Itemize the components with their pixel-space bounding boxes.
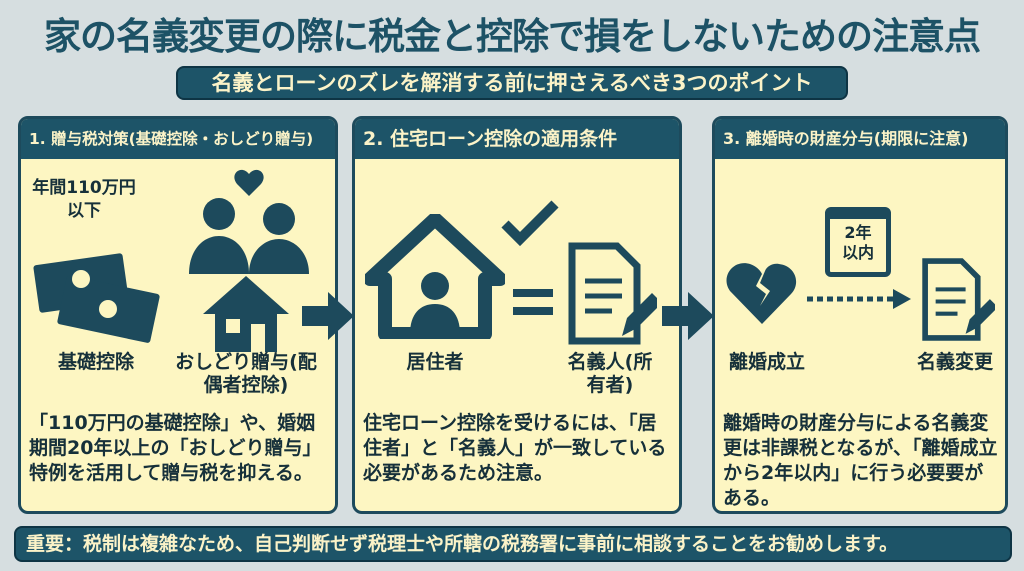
basic-deduction-label: 基礎控除 <box>57 351 134 373</box>
house-icon <box>203 276 289 352</box>
title-change-label: 名義変更 <box>916 351 993 373</box>
subtitle-banner: 名義とローンのズレを解消する前に押さえるべき3つのポイント <box>176 66 848 100</box>
arrow-right-icon <box>662 292 714 340</box>
panel-heading: 3. 離婚時の財産分与(期限に注意) <box>715 119 1005 159</box>
panel-divorce-division: 3. 離婚時の財産分与(期限に注意) 2年以内 離婚成立 名義変更 離婚時の財産… <box>712 116 1008 514</box>
deadline-label: 2年以内 <box>841 223 874 262</box>
panel-heading: 2. 住宅ローン控除の適用条件 <box>355 119 679 159</box>
document-icon <box>922 258 995 341</box>
panel-heading: 1. 贈与税対策(基礎控除・おしどり贈与) <box>21 119 335 159</box>
panel-description: 離婚時の財産分与による名義変更は非課税となるが、「離婚成立から2年以内」に行う必… <box>723 412 998 509</box>
couple-icon <box>189 169 309 274</box>
arrow-right-icon <box>302 292 354 340</box>
resident-house-icon <box>365 214 505 339</box>
money-stack-icon <box>33 253 160 343</box>
panel-gift-tax: 1. 贈与税対策(基礎控除・おしどり贈与) 年間110万円以下 基礎控除 おしど… <box>18 116 338 514</box>
panel-mortgage-deduction: 2. 住宅ローン控除の適用条件 居住者 名義人(所有者) 住宅ローン控除を受ける… <box>352 116 682 514</box>
page-title: 家の名義変更の際に税金と控除で損をしないための注意点 <box>44 15 981 58</box>
amount-label: 年間110万円以下 <box>32 178 136 221</box>
panel-description: 「110万円の基礎控除」や、婚姻期間20年以上の「おしどり贈与」特例を活用して贈… <box>29 412 322 484</box>
panel-description: 住宅ローン控除を受けるには、「居住者」と「名義人」が一致している必要があるため注… <box>363 412 667 484</box>
resident-label: 居住者 <box>406 351 464 373</box>
divorce-label: 離婚成立 <box>728 351 805 373</box>
broken-heart-icon <box>726 263 797 324</box>
equals-icon <box>513 289 553 315</box>
calendar-icon: 2年以内 <box>825 207 891 277</box>
spousal-gift-label: おしどり贈与(配偶者控除) <box>175 351 317 396</box>
checkmark-icon <box>501 200 559 247</box>
owner-label: 名義人(所有者) <box>567 351 653 396</box>
document-icon <box>568 242 657 345</box>
footer-notice: 重要：税制は複雑なため、自己判断せず税理士や所轄の税務署に事前に相談することをお… <box>14 526 1012 562</box>
dashed-arrow-icon <box>807 289 911 309</box>
